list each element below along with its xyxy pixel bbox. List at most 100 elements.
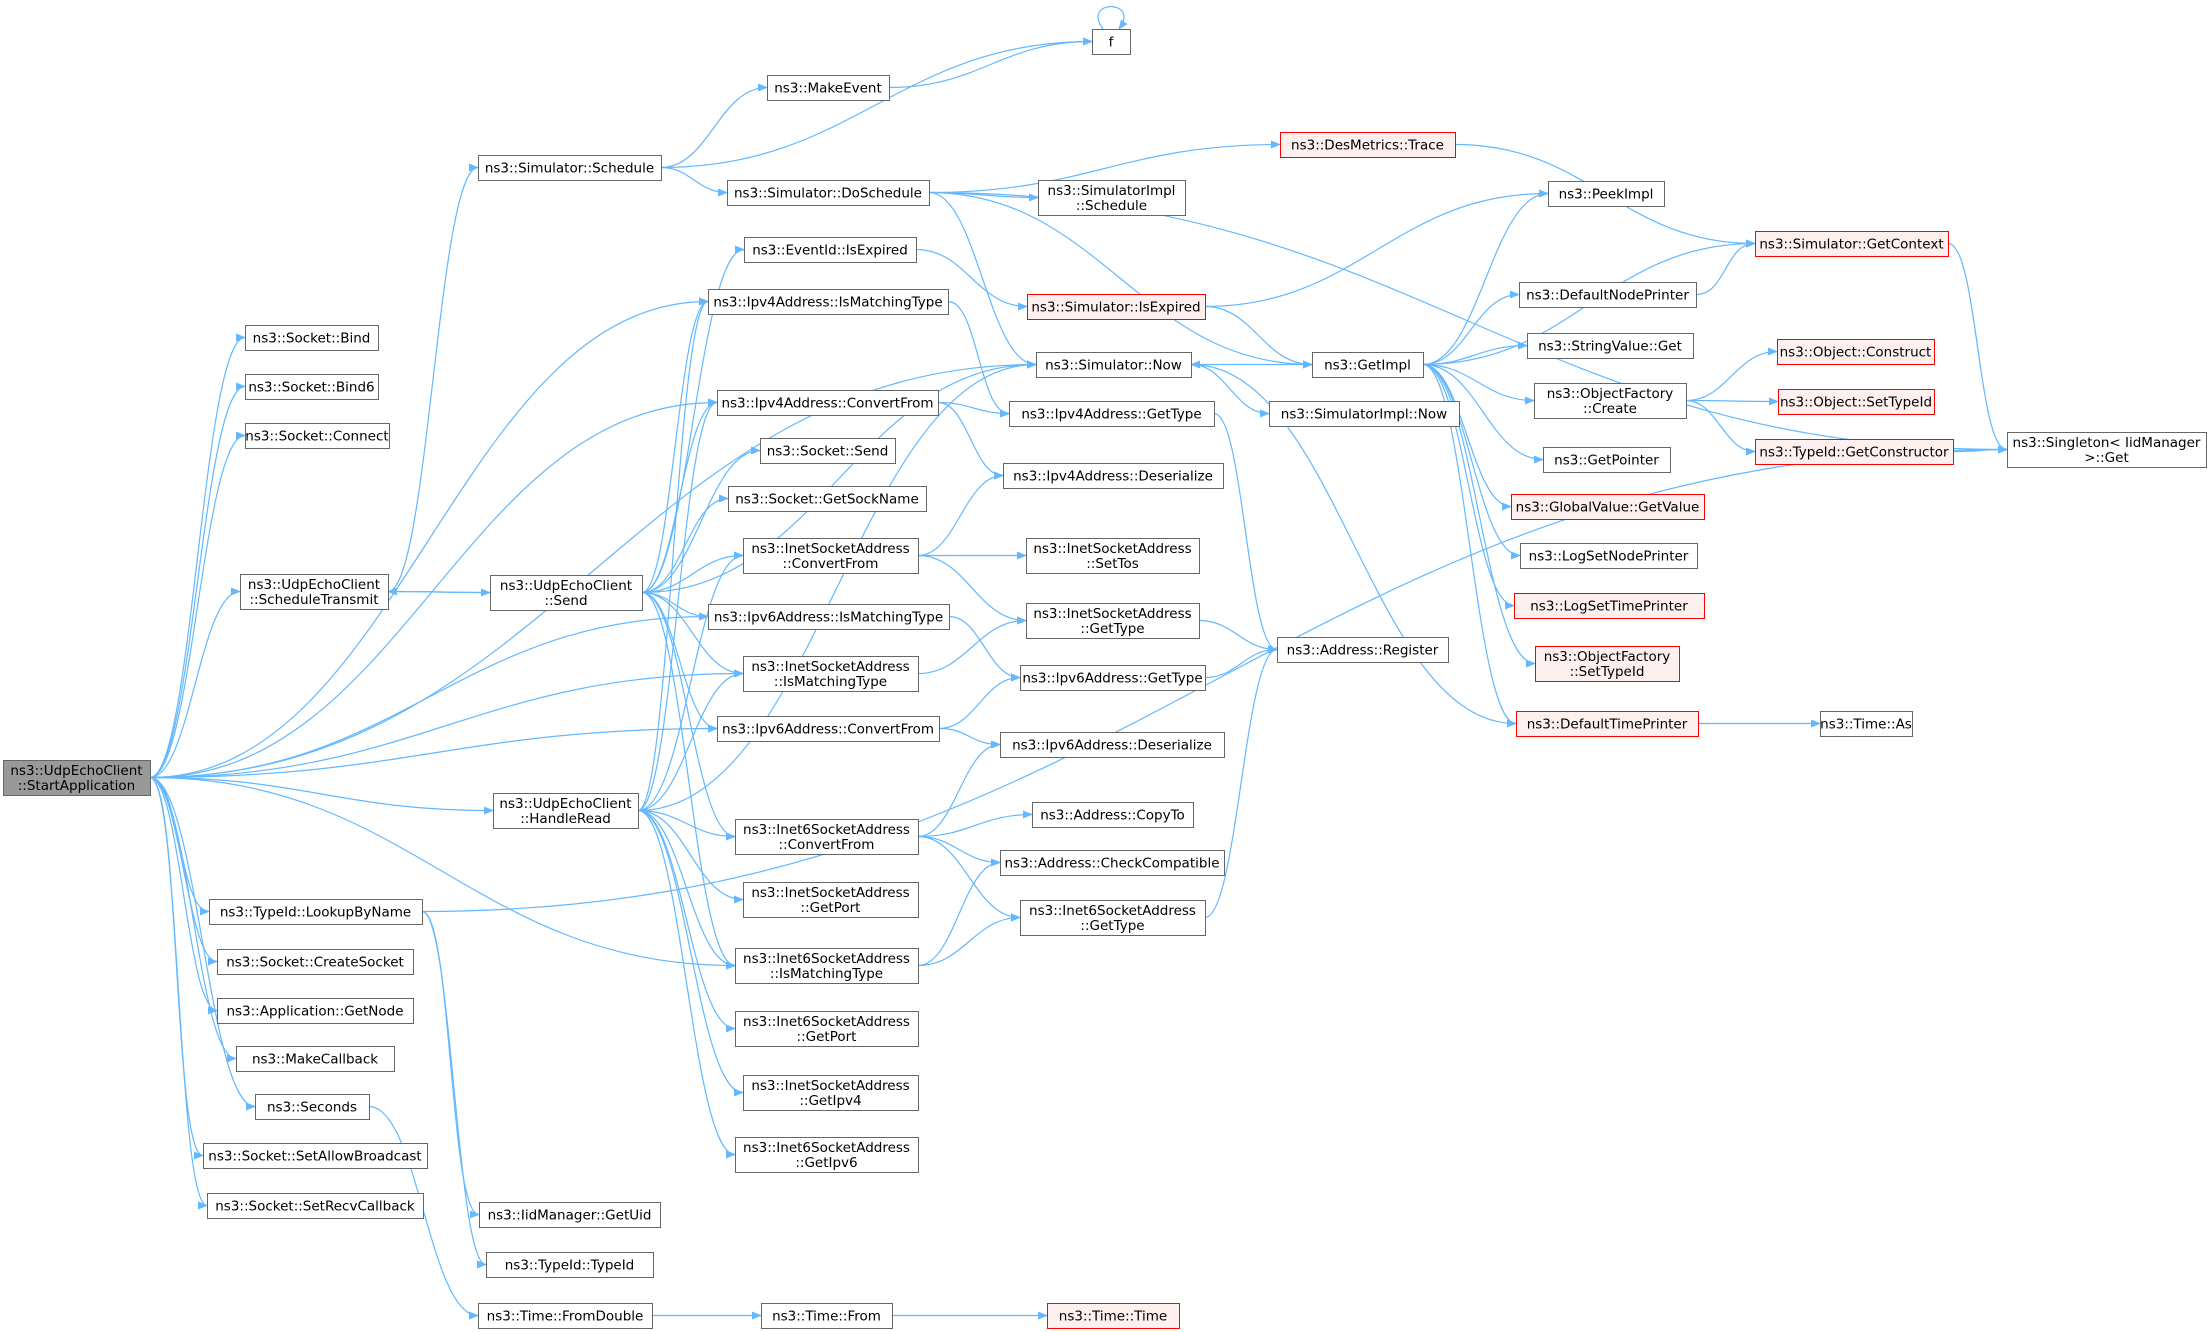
edge-n1-to-n49 <box>149 776 494 815</box>
node-n57[interactable]: ns3::InetSocketAddress::GetIpv4 <box>743 1075 919 1111</box>
edge-n17-to-n20 <box>1422 363 1535 405</box>
node-n37[interactable]: ns3::Ipv4Address::Deserialize <box>1003 463 1224 489</box>
node-n60[interactable]: ns3::Socket::CreateSocket <box>217 949 414 975</box>
node-n6[interactable]: ns3::Simulator::Schedule <box>478 155 662 181</box>
node-label: ns3::PeekImpl <box>1559 187 1654 203</box>
edge-n15-to-n16 <box>915 248 1028 311</box>
node-n11[interactable]: ns3::SimulatorImpl::Schedule <box>1038 180 1186 216</box>
node-box <box>1755 231 1949 257</box>
node-n14[interactable]: ns3::PeekImpl <box>1548 181 1665 207</box>
node-n35[interactable]: ns3::Ipv4Address::GetType <box>1009 401 1215 427</box>
node-label: ns3::UdpEchoClient <box>248 577 380 593</box>
node-n29[interactable]: ns3::DefaultTimePrinter <box>1516 711 1699 737</box>
node-n26[interactable]: ns3::LogSetNodePrinter <box>1520 543 1698 569</box>
node-n49[interactable]: ns3::UdpEchoClient::HandleRead <box>493 793 639 829</box>
edge-n6-to-n9 <box>660 166 728 197</box>
node-n44[interactable]: ns3::Address::Register <box>1277 637 1449 663</box>
node-n68[interactable]: ns3::Time::FromDouble <box>478 1303 653 1329</box>
node-n56[interactable]: ns3::Inet6SocketAddress::GetPort <box>735 1011 919 1047</box>
edge-n35-to-n44 <box>1213 412 1278 654</box>
node-n67[interactable]: ns3::TypeId::TypeId <box>486 1252 654 1278</box>
node-n13[interactable]: ns3::Simulator::GetContext <box>1755 231 1949 257</box>
node-n43[interactable]: ns3::Ipv6Address::IsMatchingType <box>708 604 950 630</box>
node-label: ns3::TypeId::TypeId <box>505 1258 635 1274</box>
node-box <box>1534 383 1687 419</box>
node-box <box>708 604 950 630</box>
node-n65[interactable]: ns3::Socket::SetRecvCallback <box>207 1193 424 1219</box>
node-n15[interactable]: ns3::EventId::IsExpired <box>744 237 917 263</box>
node-label: ns3::InetSocketAddress <box>1033 606 1191 622</box>
node-label: ns3::UdpEchoClient <box>10 763 142 779</box>
node-n3[interactable]: ns3::Socket::Bind6 <box>245 374 379 400</box>
node-n32[interactable]: ns3::Simulator::Now <box>1036 352 1192 378</box>
node-n61[interactable]: ns3::Application::GetNode <box>217 998 414 1024</box>
node-label: ns3::DesMetrics::Trace <box>1291 138 1444 154</box>
node-n5[interactable]: ns3::UdpEchoClient::ScheduleTransmit <box>240 574 389 610</box>
node-label: ns3::Object::Construct <box>1780 345 1932 361</box>
node-n54[interactable]: ns3::Inet6SocketAddress::GetType <box>1020 900 1206 936</box>
node-label: ::Create <box>1583 401 1637 417</box>
node-n55[interactable]: ns3::Inet6SocketAddress::IsMatchingType <box>735 948 919 984</box>
node-n34[interactable]: ns3::Ipv4Address::ConvertFrom <box>717 390 939 416</box>
node-n8[interactable]: f <box>1092 29 1131 55</box>
node-n66[interactable]: ns3::IidManager::GetUid <box>479 1202 661 1228</box>
node-n42[interactable]: ns3::InetSocketAddress::GetType <box>1026 603 1200 639</box>
node-n52[interactable]: ns3::Address::CheckCompatible <box>1000 850 1225 876</box>
node-n24[interactable]: ns3::GetPointer <box>1543 447 1671 473</box>
node-n40[interactable]: ns3::InetSocketAddress::ConvertFrom <box>743 538 919 574</box>
node-n48[interactable]: ns3::Ipv6Address::Deserialize <box>1000 732 1225 758</box>
node-n16[interactable]: ns3::Simulator::IsExpired <box>1027 294 1206 320</box>
node-n63[interactable]: ns3::Seconds <box>255 1094 370 1120</box>
edge-n16-to-n14 <box>1204 189 1549 308</box>
node-n28[interactable]: ns3::ObjectFactory::SetTypeId <box>1535 646 1680 682</box>
node-n58[interactable]: ns3::Inet6SocketAddress::GetIpv6 <box>735 1137 919 1173</box>
node-n41[interactable]: ns3::InetSocketAddress::SetTos <box>1026 538 1200 574</box>
node-n62[interactable]: ns3::MakeCallback <box>236 1046 395 1072</box>
node-n47[interactable]: ns3::Ipv6Address::ConvertFrom <box>717 716 940 742</box>
node-n12[interactable]: ns3::Singleton< IidManager >::Get <box>2007 432 2207 468</box>
node-box <box>1755 439 1954 465</box>
node-box <box>735 1137 919 1173</box>
node-n45[interactable]: ns3::InetSocketAddress::IsMatchingType <box>743 656 919 692</box>
node-n10[interactable]: ns3::DesMetrics::Trace <box>1280 132 1456 158</box>
node-n50[interactable]: ns3::Inet6SocketAddress::ConvertFrom <box>735 819 919 855</box>
node-n9[interactable]: ns3::Simulator::DoSchedule <box>727 180 930 206</box>
node-label: ns3::Ipv6Address::ConvertFrom <box>722 722 934 738</box>
node-n7[interactable]: ns3::MakeEvent <box>767 75 890 101</box>
node-n38[interactable]: ns3::Socket::GetSockName <box>728 486 927 512</box>
node-n39[interactable]: ns3::UdpEchoClient::Send <box>490 575 643 611</box>
node-n33[interactable]: ns3::SimulatorImpl::Now <box>1269 401 1460 427</box>
node-n51[interactable]: ns3::Address::CopyTo <box>1032 802 1194 828</box>
edge-n1-to-n60 <box>149 776 218 966</box>
node-n1[interactable]: ns3::UdpEchoClient::StartApplication <box>3 760 151 796</box>
node-n69[interactable]: ns3::Time::From <box>761 1303 893 1329</box>
node-n25[interactable]: ns3::GlobalValue::GetValue <box>1511 494 1705 520</box>
node-n53[interactable]: ns3::InetSocketAddress::GetPort <box>743 882 919 918</box>
node-box <box>236 1046 395 1072</box>
node-n20[interactable]: ns3::ObjectFactory::Create <box>1534 383 1687 419</box>
node-n64[interactable]: ns3::Socket::SetAllowBroadcast <box>203 1143 428 1169</box>
node-n27[interactable]: ns3::LogSetTimePrinter <box>1514 593 1705 619</box>
node-n21[interactable]: ns3::Object::Construct <box>1777 339 1935 365</box>
node-n31[interactable]: ns3::Ipv4Address::IsMatchingType <box>708 289 949 315</box>
edge-n1-to-n32 <box>149 360 1037 779</box>
node-box <box>1527 333 1694 359</box>
node-n30[interactable]: ns3::Time::As <box>1820 711 1913 737</box>
node-n59[interactable]: ns3::TypeId::LookupByName <box>209 899 423 925</box>
edge-n39-to-n36 <box>641 446 761 594</box>
node-n4[interactable]: ns3::Socket::Connect <box>245 423 390 449</box>
node-n2[interactable]: ns3::Socket::Bind <box>245 325 379 351</box>
node-n19[interactable]: ns3::StringValue::Get <box>1527 333 1694 359</box>
node-label: ns3::Inet6SocketAddress <box>743 1014 910 1030</box>
node-n22[interactable]: ns3::Object::SetTypeId <box>1778 389 1935 415</box>
node-n18[interactable]: ns3::DefaultNodePrinter <box>1519 282 1697 308</box>
node-label: ::GetPort <box>797 1029 857 1045</box>
node-n36[interactable]: ns3::Socket::Send <box>760 438 896 464</box>
node-n17[interactable]: ns3::GetImpl <box>1312 352 1424 378</box>
node-label: ns3::UdpEchoClient <box>499 796 631 812</box>
node-box <box>255 1094 370 1120</box>
edge-n32-to-n33 <box>1190 363 1270 418</box>
node-n70[interactable]: ns3::Time::Time <box>1047 1303 1180 1329</box>
node-n23[interactable]: ns3::TypeId::GetConstructor <box>1755 439 1954 465</box>
node-n46[interactable]: ns3::Ipv6Address::GetType <box>1020 665 1206 691</box>
